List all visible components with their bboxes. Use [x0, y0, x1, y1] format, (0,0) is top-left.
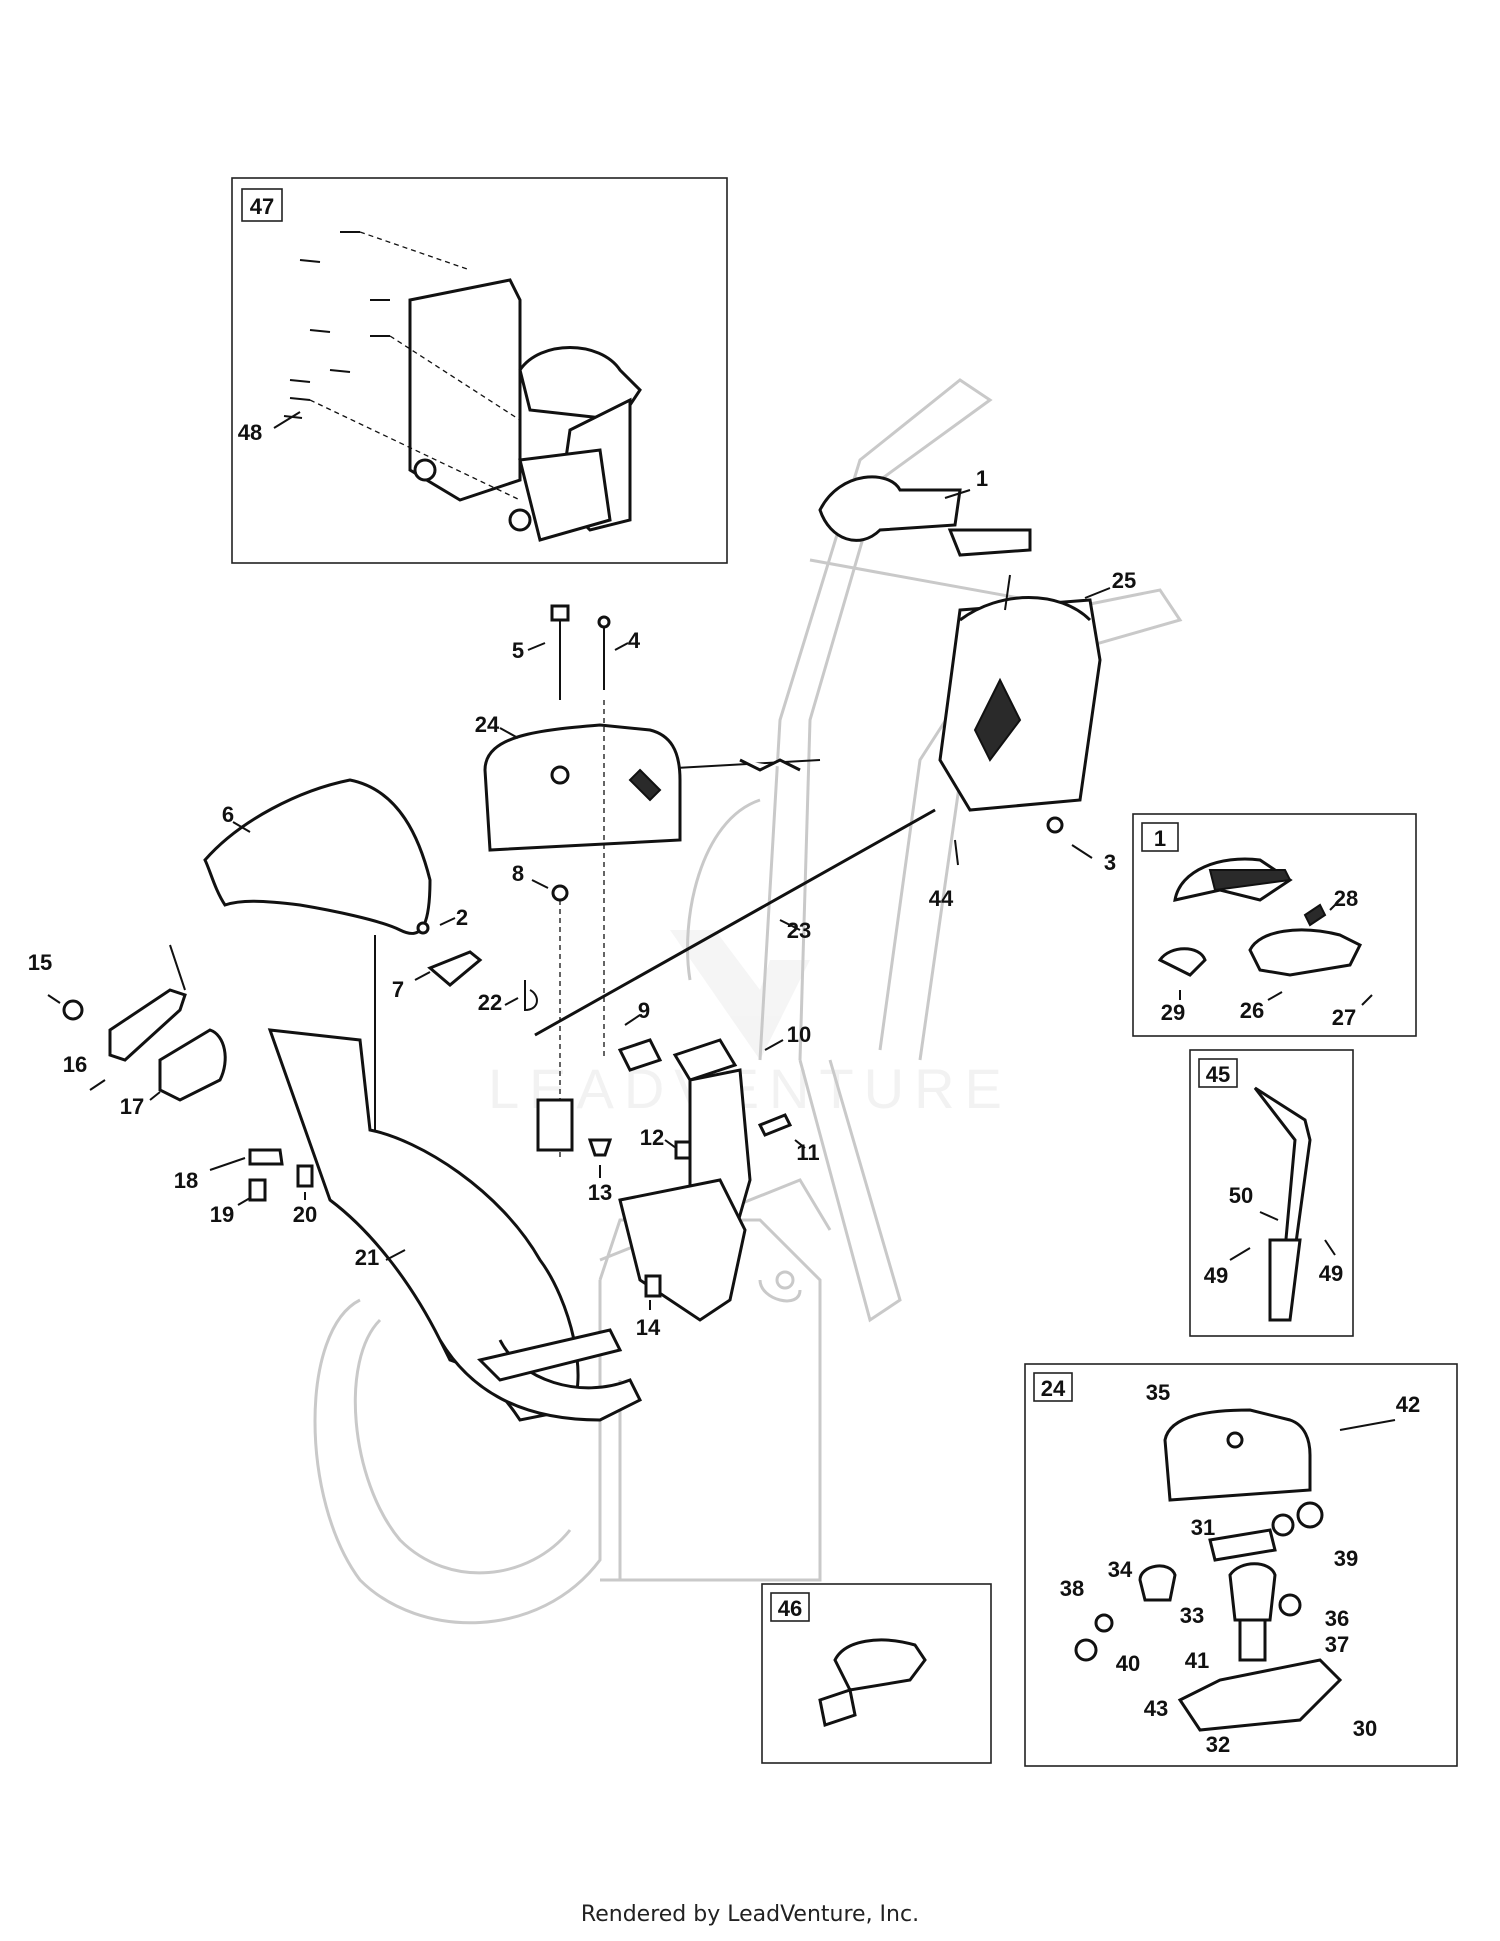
- callout-28: 28: [1334, 886, 1358, 911]
- callout-42: 42: [1396, 1392, 1420, 1417]
- callout-31: 31: [1191, 1515, 1215, 1540]
- callout-15: 15: [28, 950, 52, 975]
- callout-9: 9: [638, 998, 650, 1023]
- callout-37: 37: [1325, 1632, 1349, 1657]
- callout-44: 44: [929, 886, 954, 911]
- callout-3: 3: [1104, 850, 1116, 875]
- callout-25: 25: [1112, 568, 1136, 593]
- hair-pin: 22: [478, 980, 538, 1015]
- callout-38: 38: [1060, 1576, 1084, 1601]
- callout-10: 10: [787, 1022, 811, 1047]
- callout-5: 5: [512, 638, 524, 663]
- callout-16: 16: [63, 1052, 87, 1077]
- footer-credit: Rendered by LeadVenture, Inc.: [580, 1902, 920, 1927]
- callout-7: 7: [392, 977, 404, 1002]
- inset-24-label: 24: [1041, 1376, 1066, 1401]
- callout-17: 17: [120, 1094, 144, 1119]
- callout-49b: 49: [1319, 1261, 1343, 1286]
- callout-4: 4: [628, 628, 641, 653]
- gearbox-cover: 5 4 24 8: [475, 604, 682, 1160]
- inset-47-label: 47: [250, 194, 274, 219]
- inset-1: 1 28 29 26 27: [1132, 813, 1417, 1037]
- callout-33: 33: [1180, 1603, 1204, 1628]
- callout-26: 26: [1240, 998, 1264, 1023]
- discharge-chute: 21: [267, 1028, 643, 1422]
- callout-13: 13: [588, 1180, 612, 1205]
- callout-23: 23: [787, 918, 811, 943]
- callout-18: 18: [174, 1168, 198, 1193]
- callout-39: 39: [1334, 1546, 1358, 1571]
- callout-29: 29: [1161, 1000, 1185, 1025]
- inset-1-label: 1: [1154, 826, 1166, 851]
- callout-27: 27: [1332, 1005, 1356, 1030]
- callout-35: 35: [1146, 1380, 1170, 1405]
- callout-2: 2: [456, 905, 468, 930]
- callout-34: 34: [1108, 1557, 1133, 1582]
- callout-36: 36: [1325, 1606, 1349, 1631]
- callout-32: 32: [1206, 1732, 1230, 1757]
- chute-bracket: 9 10 11 12 13 14: [588, 998, 820, 1340]
- inset-45-label: 45: [1206, 1062, 1230, 1087]
- inset-45: 45 50 49 49: [1189, 1049, 1354, 1337]
- shift-assembly: 1 25 3 44: [818, 466, 1136, 911]
- callout-40: 40: [1116, 1651, 1140, 1676]
- callout-41: 41: [1185, 1648, 1209, 1673]
- callout-24: 24: [475, 712, 500, 737]
- callout-8: 8: [512, 861, 524, 886]
- callout-22: 22: [478, 990, 502, 1015]
- inset-46-label: 46: [778, 1596, 802, 1621]
- callout-1: 1: [976, 466, 988, 491]
- callout-30: 30: [1353, 1716, 1377, 1741]
- callout-43: 43: [1144, 1696, 1168, 1721]
- deflector: 6 2 7: [203, 778, 483, 1140]
- callout-6: 6: [222, 802, 234, 827]
- chute-tilt-parts: 15 16 17 18 19 20: [28, 944, 317, 1227]
- callout-49a: 49: [1204, 1263, 1228, 1288]
- inset-47: 47 48: [231, 177, 728, 564]
- inset-24: 24 35 42 31 34 39 33 36 37 38 40 41 43 3…: [1024, 1363, 1458, 1767]
- inset-46: 46: [761, 1583, 992, 1764]
- callout-48: 48: [238, 420, 262, 445]
- callout-14: 14: [636, 1315, 661, 1340]
- callout-12: 12: [640, 1125, 664, 1150]
- callout-50: 50: [1229, 1183, 1253, 1208]
- callout-11: 11: [796, 1140, 819, 1165]
- callout-20: 20: [293, 1202, 317, 1227]
- callout-19: 19: [210, 1202, 234, 1227]
- callout-21: 21: [355, 1245, 379, 1270]
